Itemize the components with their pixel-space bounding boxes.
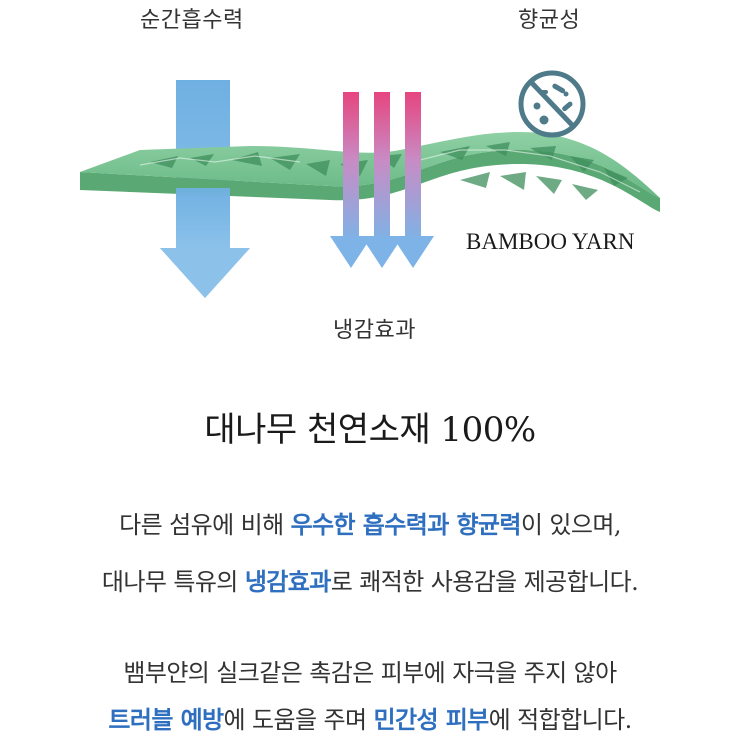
description-line-1: 다른 섬유에 비해 우수한 흡수력과 향균력이 있으며, xyxy=(0,505,740,540)
cooling-arrows xyxy=(330,92,434,268)
description-line-2: 대나무 특유의 냉감효과로 쾌적한 사용감을 제공합니다. xyxy=(0,562,740,597)
text-segment: 이 있으며, xyxy=(520,511,622,539)
label-antibacterial: 향균성 xyxy=(518,8,581,33)
text-segment: 에 적합합니다. xyxy=(488,706,633,734)
highlight-trouble-prevention: 트러블 예방 xyxy=(108,706,224,734)
description-line-3: 뱀부얀의 실크같은 촉감은 피부에 자극을 주지 않아 xyxy=(0,653,740,688)
text-segment: 대나무 특유의 xyxy=(101,568,245,596)
highlight-absorption-antibacterial: 우수한 흡수력과 향균력 xyxy=(290,511,522,539)
text-segment: 로 쾌적한 사용감을 제공합니다. xyxy=(330,568,639,596)
label-instant-absorption: 순간흡수력 xyxy=(140,8,244,33)
bacteria-prohibited-icon xyxy=(518,70,586,138)
bamboo-fabric-illustration xyxy=(80,70,660,298)
highlight-cooling-effect: 냉감효과 xyxy=(244,568,332,596)
text-segment: 뱀부얀의 실크같은 촉감은 피부에 자극을 주지 않아 xyxy=(123,659,617,687)
headline: 대나무 천연소재 100% xyxy=(204,410,536,450)
fabric-mesh xyxy=(80,132,660,212)
text-segment: 다른 섬유에 비해 xyxy=(119,511,291,539)
label-bamboo-yarn: BAMBOO YARN xyxy=(466,229,635,254)
description-line-4: 트러블 예방에 도움을 주며 민간성 피부에 적합합니다. xyxy=(0,700,740,735)
highlight-sensitive-skin: 민간성 피부 xyxy=(373,706,490,734)
label-cooling-effect: 냉감효과 xyxy=(333,318,416,343)
text-segment: 에 도움을 주며 xyxy=(223,706,374,734)
